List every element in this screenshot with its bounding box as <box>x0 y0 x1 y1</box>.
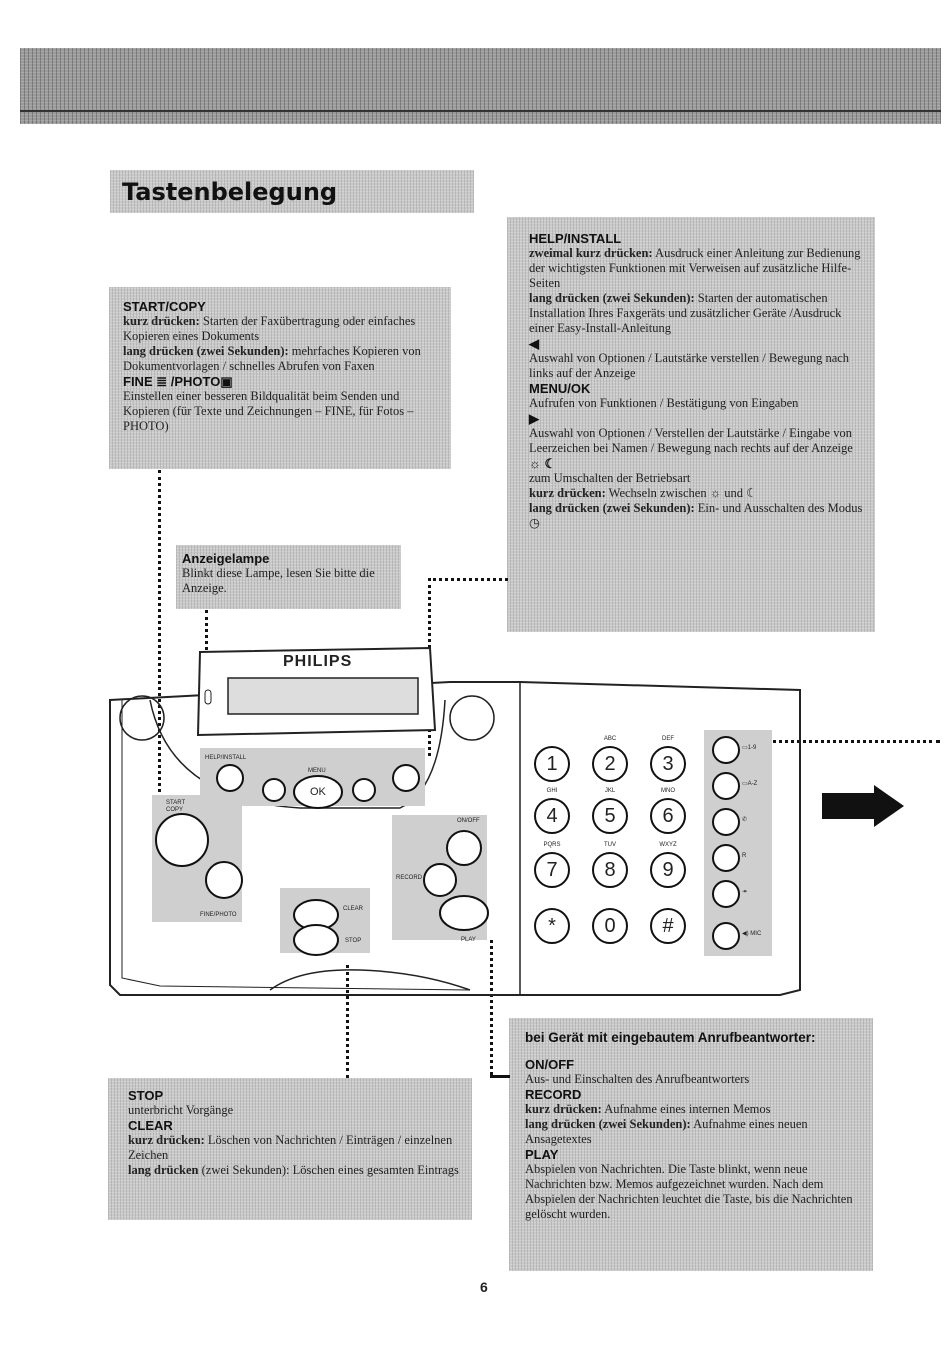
mode-icons: ☼ ☾ <box>529 456 557 471</box>
fine-photo-text: Einstellen einer besseren Bildqualität b… <box>123 389 414 433</box>
anzeigelampe-text: Blinkt diese Lampe, lesen Sie bitte die … <box>182 566 375 595</box>
help-install-heading: HELP/INSTALL <box>529 231 622 246</box>
leader-anzeigelampe <box>205 610 208 662</box>
mode-long: lang drücken (zwei Sekunden): Ein- und A… <box>529 501 863 530</box>
side-key-label: ▭1-9 <box>742 745 757 751</box>
page-title: Tastenbelegung <box>122 178 338 206</box>
key-letters: ABC <box>603 736 617 742</box>
left-arrow-icon: ◀ <box>529 336 539 351</box>
right-arrow-icon: ▶ <box>529 411 539 426</box>
start-copy-key-label: START COPY <box>166 800 186 813</box>
key-1[interactable]: 1 <box>546 753 558 775</box>
key-star[interactable]: * <box>548 915 556 937</box>
record-heading: RECORD <box>525 1087 582 1102</box>
right-arrow-text: Auswahl von Optionen / Verstellen der La… <box>529 426 853 455</box>
stop-heading: STOP <box>128 1088 164 1103</box>
side-key-label: R <box>742 853 747 859</box>
title-box: Tastenbelegung <box>110 170 474 213</box>
leader-start-copy <box>158 470 161 798</box>
start-copy-heading: START/COPY <box>123 299 206 314</box>
play-heading: PLAY <box>525 1147 559 1162</box>
start-copy-long: lang drücken (zwei Sekunden): mehrfaches… <box>123 344 421 373</box>
clear-heading: CLEAR <box>128 1118 173 1133</box>
play-text: Abspielen von Nachrichten. Die Taste bli… <box>525 1162 853 1221</box>
key-hash[interactable]: # <box>662 915 674 937</box>
clear-short: kurz drücken: Löschen von Nachrichten / … <box>128 1133 453 1162</box>
key-letters: PQRS <box>543 842 561 848</box>
mode-short: kurz drücken: Wechseln zwischen ☼ und ☾ <box>529 486 758 500</box>
answering-banner: bei Gerät mit eingebautem Anrufbeantwort… <box>525 1030 816 1045</box>
onoff-heading: ON/OFF <box>525 1057 575 1072</box>
menu-ok-text: Aufrufen von Funktionen / Bestätigung vo… <box>529 396 799 410</box>
side-key-label: ✆ <box>742 817 748 823</box>
key-letters: WXYZ <box>659 842 677 848</box>
leader-stop <box>346 965 349 1078</box>
right-arrow-icon <box>822 785 904 827</box>
key-0[interactable]: 0 <box>604 915 616 937</box>
mode-text: zum Umschalten der Betriebsart <box>529 471 691 485</box>
play-key-label: PLAY <box>461 937 476 943</box>
key-letters: GHI <box>546 788 558 794</box>
leader-play <box>490 940 493 1075</box>
side-key-label: ▭A-Z <box>742 781 758 787</box>
page-number: 6 <box>480 1279 488 1295</box>
help-install-long: lang drücken (zwei Sekunden): Starten de… <box>529 291 842 335</box>
key-letters: TUV <box>604 842 616 848</box>
help-install-short: zweimal kurz drücken: Ausdruck einer Anl… <box>529 246 861 290</box>
device-brand: PHILIPS <box>283 653 353 670</box>
start-copy-box: START/COPY kurz drücken: Starten der Fax… <box>109 287 451 469</box>
side-key-label: ↠ <box>742 889 748 895</box>
onoff-text: Aus- und Einschalten des Anrufbeantworte… <box>525 1072 750 1086</box>
key-letters: JKL <box>604 788 616 794</box>
menu-key-label: MENU <box>308 768 326 774</box>
answering-box: bei Gerät mit eingebautem Anrufbeantwort… <box>509 1018 873 1271</box>
start-copy-short: kurz drücken: Starten der Faxübertragung… <box>123 314 416 343</box>
header-rule <box>20 110 941 112</box>
key-3[interactable]: 3 <box>662 753 674 775</box>
key-letters: MNO <box>661 788 675 794</box>
fine-photo-heading: FINE ≣ /PHOTO▣ <box>123 374 233 389</box>
key-4[interactable]: 4 <box>546 805 558 827</box>
anzeigelampe-heading: Anzeigelampe <box>182 551 270 566</box>
key-6[interactable]: 6 <box>662 805 674 827</box>
key-5[interactable]: 5 <box>604 805 616 827</box>
anzeigelampe-box: Anzeigelampe Blinkt diese Lampe, lesen S… <box>176 545 401 609</box>
key-2[interactable]: 2 <box>604 753 616 775</box>
ok-key-label: OK <box>310 786 326 798</box>
left-arrow-text: Auswahl von Optionen / Lautstärke verste… <box>529 351 850 380</box>
fine-photo-key-label: FINE/PHOTO <box>200 912 237 918</box>
record-key-label: RECORD <box>396 875 423 881</box>
key-letters: DEF <box>662 736 674 742</box>
help-install-box: HELP/INSTALL zweimal kurz drücken: Ausdr… <box>507 217 875 632</box>
leader-side <box>760 740 940 743</box>
key-9[interactable]: 9 <box>662 859 674 881</box>
key-8[interactable]: 8 <box>604 859 616 881</box>
help-install-key-label: HELP/INSTALL <box>205 755 247 761</box>
leader-play-foot <box>490 1075 510 1078</box>
key-7[interactable]: 7 <box>546 859 558 881</box>
record-short: kurz drücken: Aufnahme eines internen Me… <box>525 1102 771 1116</box>
stop-clear-box: STOP unterbricht Vorgänge CLEAR kurz drü… <box>108 1078 472 1220</box>
clear-key-label: CLEAR <box>343 906 364 912</box>
menu-ok-heading: MENU/OK <box>529 381 591 396</box>
side-key-label: ◀) MIC <box>742 931 762 937</box>
stop-text: unterbricht Vorgänge <box>128 1103 234 1117</box>
record-long: lang drücken (zwei Sekunden): Aufnahme e… <box>525 1117 808 1146</box>
onoff-key-label: ON/OFF <box>457 818 480 824</box>
clear-long: lang drücken (zwei Sekunden): Löschen ei… <box>128 1163 459 1177</box>
stop-key-label: STOP <box>345 938 362 944</box>
leader-help-h <box>428 578 508 581</box>
